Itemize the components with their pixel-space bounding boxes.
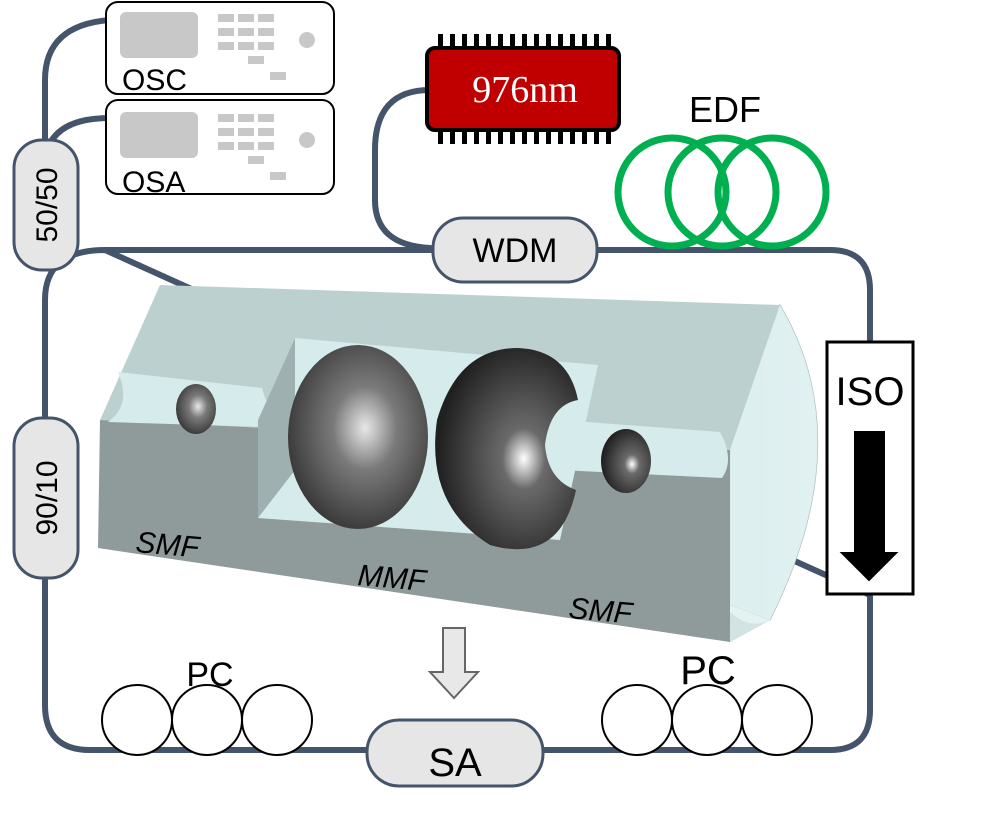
pc-right[interactable]: PC xyxy=(601,649,813,756)
sa-fiber-structure: SMF MMF SMF xyxy=(98,285,819,642)
smf-core-right xyxy=(601,429,651,493)
coupler-50-50[interactable]: 50/50 xyxy=(12,138,80,272)
mmf-pocket-shade xyxy=(258,338,295,518)
coupler-50-50-label: 50/50 xyxy=(31,167,64,242)
coupler-90-10[interactable]: 90/10 xyxy=(12,416,80,580)
polarization-paddle-icon xyxy=(101,684,313,756)
osa-instrument[interactable]: OSA xyxy=(105,99,335,199)
laser-chip-icon xyxy=(425,34,621,144)
edf-coil[interactable]: EDF xyxy=(614,89,830,250)
edf-label: EDF xyxy=(689,89,761,130)
arrow-down-icon xyxy=(839,431,899,582)
osc-fiber xyxy=(42,17,113,143)
sa-label: SA xyxy=(428,741,482,785)
osa-label: OSA xyxy=(122,166,185,199)
smf-left-label: SMF xyxy=(134,526,202,565)
pump-fiber xyxy=(372,87,433,251)
mmf-label: MMF xyxy=(356,559,429,598)
block-right-face xyxy=(730,305,818,642)
polarization-paddle-icon xyxy=(601,684,813,756)
isolator[interactable]: ISO xyxy=(825,340,915,596)
instrument-panel-icon xyxy=(120,12,315,80)
instrument-panel-icon xyxy=(120,112,315,180)
mmf-ball-right xyxy=(435,348,578,550)
sa-component[interactable]: SA xyxy=(365,718,545,788)
osc-instrument[interactable]: OSC xyxy=(105,1,335,97)
fiber-coil-icon xyxy=(614,134,830,250)
coupler-90-10-label: 90/10 xyxy=(31,460,64,535)
wdm-coupler[interactable]: WDM xyxy=(431,216,599,284)
iso-label: ISO xyxy=(836,370,905,414)
wdm-label: WDM xyxy=(473,232,558,270)
osc-label: OSC xyxy=(122,64,187,97)
smf-core-left xyxy=(176,384,216,434)
pump-label: 976nm xyxy=(472,69,578,111)
mmf-ball-left xyxy=(288,345,428,529)
hollow-arrow-down-icon xyxy=(427,627,481,700)
pc-left[interactable]: PC xyxy=(101,656,313,756)
pump-laser[interactable]: 976nm xyxy=(425,34,621,144)
smf-right-label: SMF xyxy=(567,592,635,631)
